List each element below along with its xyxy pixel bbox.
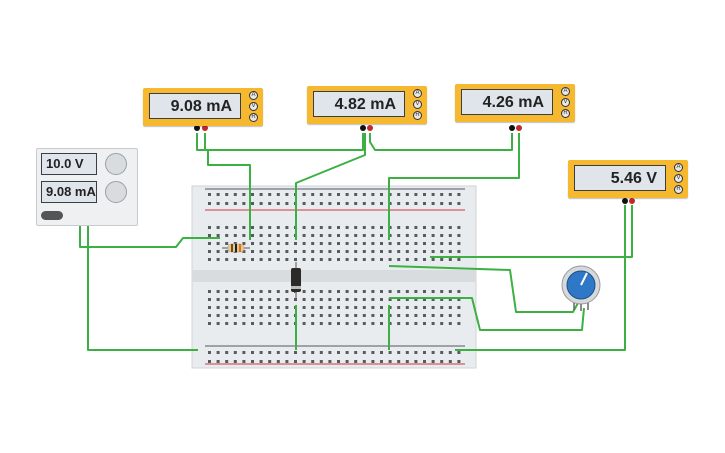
voltmeter-btn-r[interactable]: R — [674, 185, 683, 194]
ammeter-2-btn-v[interactable]: V — [413, 100, 422, 109]
breadboard-holes[interactable] — [208, 193, 461, 363]
voltmeter[interactable]: 5.46 V A V R — [568, 160, 688, 198]
ammeter-1-btn-v[interactable]: V — [249, 102, 258, 111]
breadboard-center-channel — [192, 270, 476, 282]
voltage-knob[interactable] — [105, 153, 127, 175]
voltmeter-display: 5.46 V — [574, 165, 666, 191]
wire-meter3-a[interactable] — [388, 133, 520, 240]
ammeter-1-btn-a[interactable]: A — [249, 91, 258, 100]
ammeter-1-display: 9.08 mA — [149, 93, 241, 119]
diode[interactable] — [291, 262, 301, 298]
ammeter-2[interactable]: 4.82 mA A V R — [307, 86, 427, 124]
voltmeter-btn-v[interactable]: V — [674, 174, 683, 183]
wire-pot-b[interactable] — [389, 297, 585, 331]
power-switch[interactable] — [41, 211, 63, 220]
ammeter-3-btn-r[interactable]: R — [561, 109, 570, 118]
ammeter-2-display: 4.82 mA — [313, 91, 405, 117]
wire-volt-neg[interactable] — [455, 205, 626, 351]
wire-supply-neg[interactable] — [87, 218, 198, 351]
supply-voltage-display: 10.0 V — [41, 153, 97, 175]
ammeter-3-btn-v[interactable]: V — [561, 98, 570, 107]
ammeter-3-btn-a[interactable]: A — [561, 87, 570, 96]
current-knob[interactable] — [105, 181, 127, 203]
wire-supply-pos[interactable] — [79, 218, 220, 248]
ammeter-1[interactable]: 9.08 mA A V R — [143, 88, 263, 126]
potentiometer[interactable] — [561, 265, 601, 311]
voltmeter-btn-a[interactable]: A — [674, 163, 683, 172]
wire-meter2-b[interactable] — [369, 133, 513, 151]
resistor[interactable] — [222, 243, 250, 253]
ammeter-3[interactable]: 4.26 mA A V R — [455, 84, 575, 122]
wire-meter1-a[interactable] — [196, 133, 251, 240]
ammeter-2-btn-a[interactable]: A — [413, 89, 422, 98]
power-supply[interactable]: 10.0 V 9.08 mA — [36, 148, 138, 226]
ammeter-2-btn-r[interactable]: R — [413, 111, 422, 120]
supply-current-display: 9.08 mA — [41, 181, 97, 203]
wires[interactable] — [79, 133, 633, 351]
wire-volt-pos[interactable] — [430, 205, 633, 258]
wire-meter2-a[interactable] — [295, 133, 366, 240]
ammeter-1-btn-r[interactable]: R — [249, 113, 258, 122]
wire-meter1-b[interactable] — [204, 133, 364, 151]
ammeter-3-display: 4.26 mA — [461, 89, 553, 115]
